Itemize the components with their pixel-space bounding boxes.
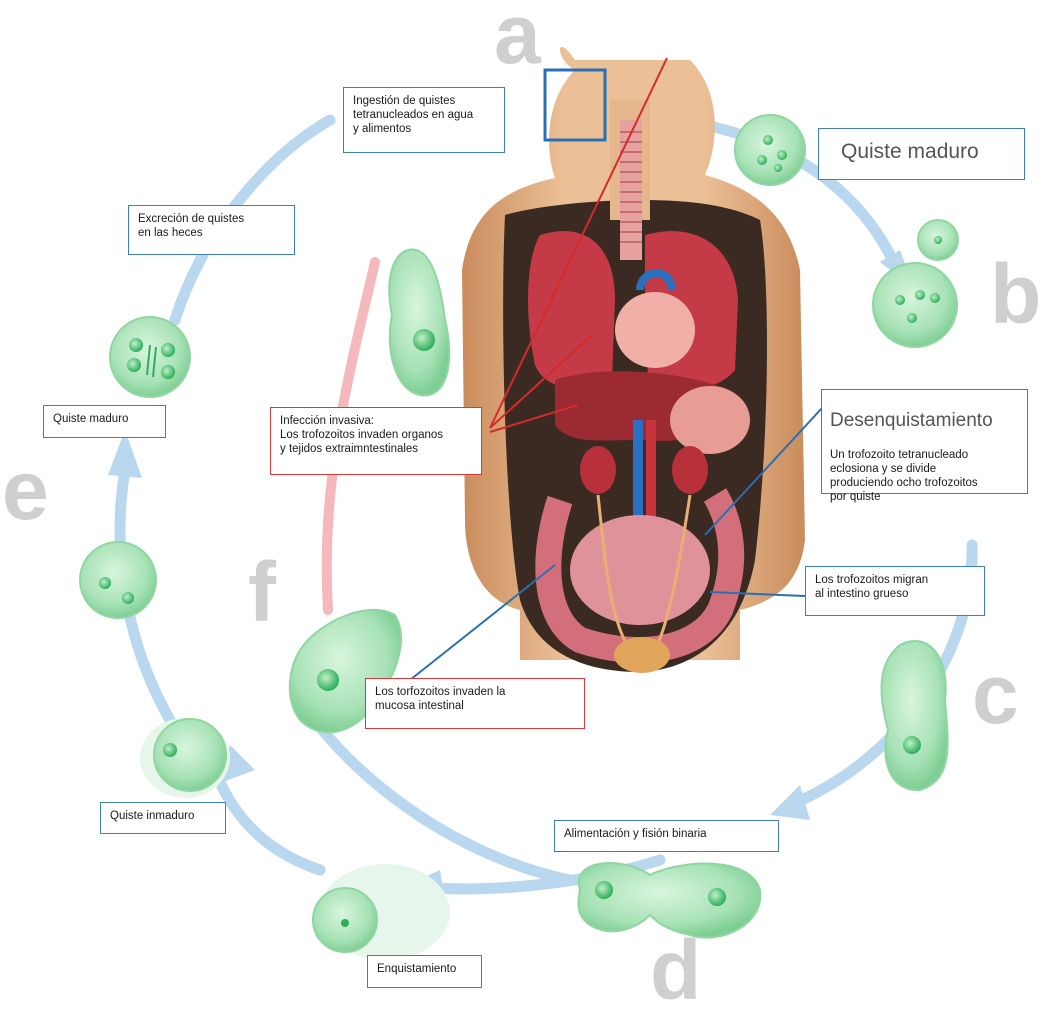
label-quiste-inmaduro: Quiste inmaduro	[100, 802, 226, 834]
arc-e-to-left	[215, 770, 320, 870]
cell-encysting	[313, 864, 450, 960]
cell-immature-cyst	[140, 718, 230, 798]
small-intestine	[570, 515, 710, 625]
label-desenquistamiento: Desenquistamiento Un trofozoito tetranuc…	[821, 389, 1028, 494]
desenquistamiento-title: Desenquistamiento	[830, 410, 1019, 432]
stage-letter-f: f	[248, 550, 276, 634]
stage-letter-b: b	[990, 252, 1041, 336]
label-enquistamiento: Enquistamiento	[367, 955, 482, 988]
bladder	[614, 637, 670, 673]
arrowhead-d	[770, 785, 810, 820]
label-quiste-maduro-top: Quiste maduro	[818, 128, 1025, 180]
label-alimentacion: Alimentación y fisión binaria	[554, 820, 779, 852]
left-lung	[528, 231, 615, 388]
cell-binucleate-cyst	[80, 542, 156, 618]
stomach	[670, 386, 750, 454]
label-infeccion-invasiva: Infección invasiva: Los trofozoitos inva…	[270, 407, 482, 475]
stage-letter-d: d	[650, 928, 701, 1012]
cell-mature-cyst-top	[735, 115, 805, 185]
label-quiste-maduro-left: Quiste maduro	[43, 405, 166, 438]
label-migran: Los trofozoitos migran al intestino grue…	[805, 566, 985, 616]
label-excrecion: Excreción de quistes en las heces	[128, 205, 295, 255]
stage-letter-c: c	[972, 652, 1019, 736]
heart	[615, 292, 695, 368]
kidney-left	[580, 446, 616, 494]
stage-letter-e: e	[2, 448, 49, 532]
kidney-right	[672, 446, 708, 494]
label-invaden-mucosa: Los torfozoitos invaden la mucosa intest…	[365, 678, 585, 729]
cell-mature-cyst-left	[110, 317, 190, 397]
stage-letter-a: a	[494, 0, 541, 76]
cell-invasive-trophozoite-upper	[389, 250, 449, 396]
desenquistamiento-body: Un trofozoito tetranucleado eclosiona y …	[830, 449, 978, 503]
cell-trophozoite-right	[881, 641, 947, 790]
label-ingestion: Ingestión de quistes tetranucleados en a…	[343, 87, 505, 153]
